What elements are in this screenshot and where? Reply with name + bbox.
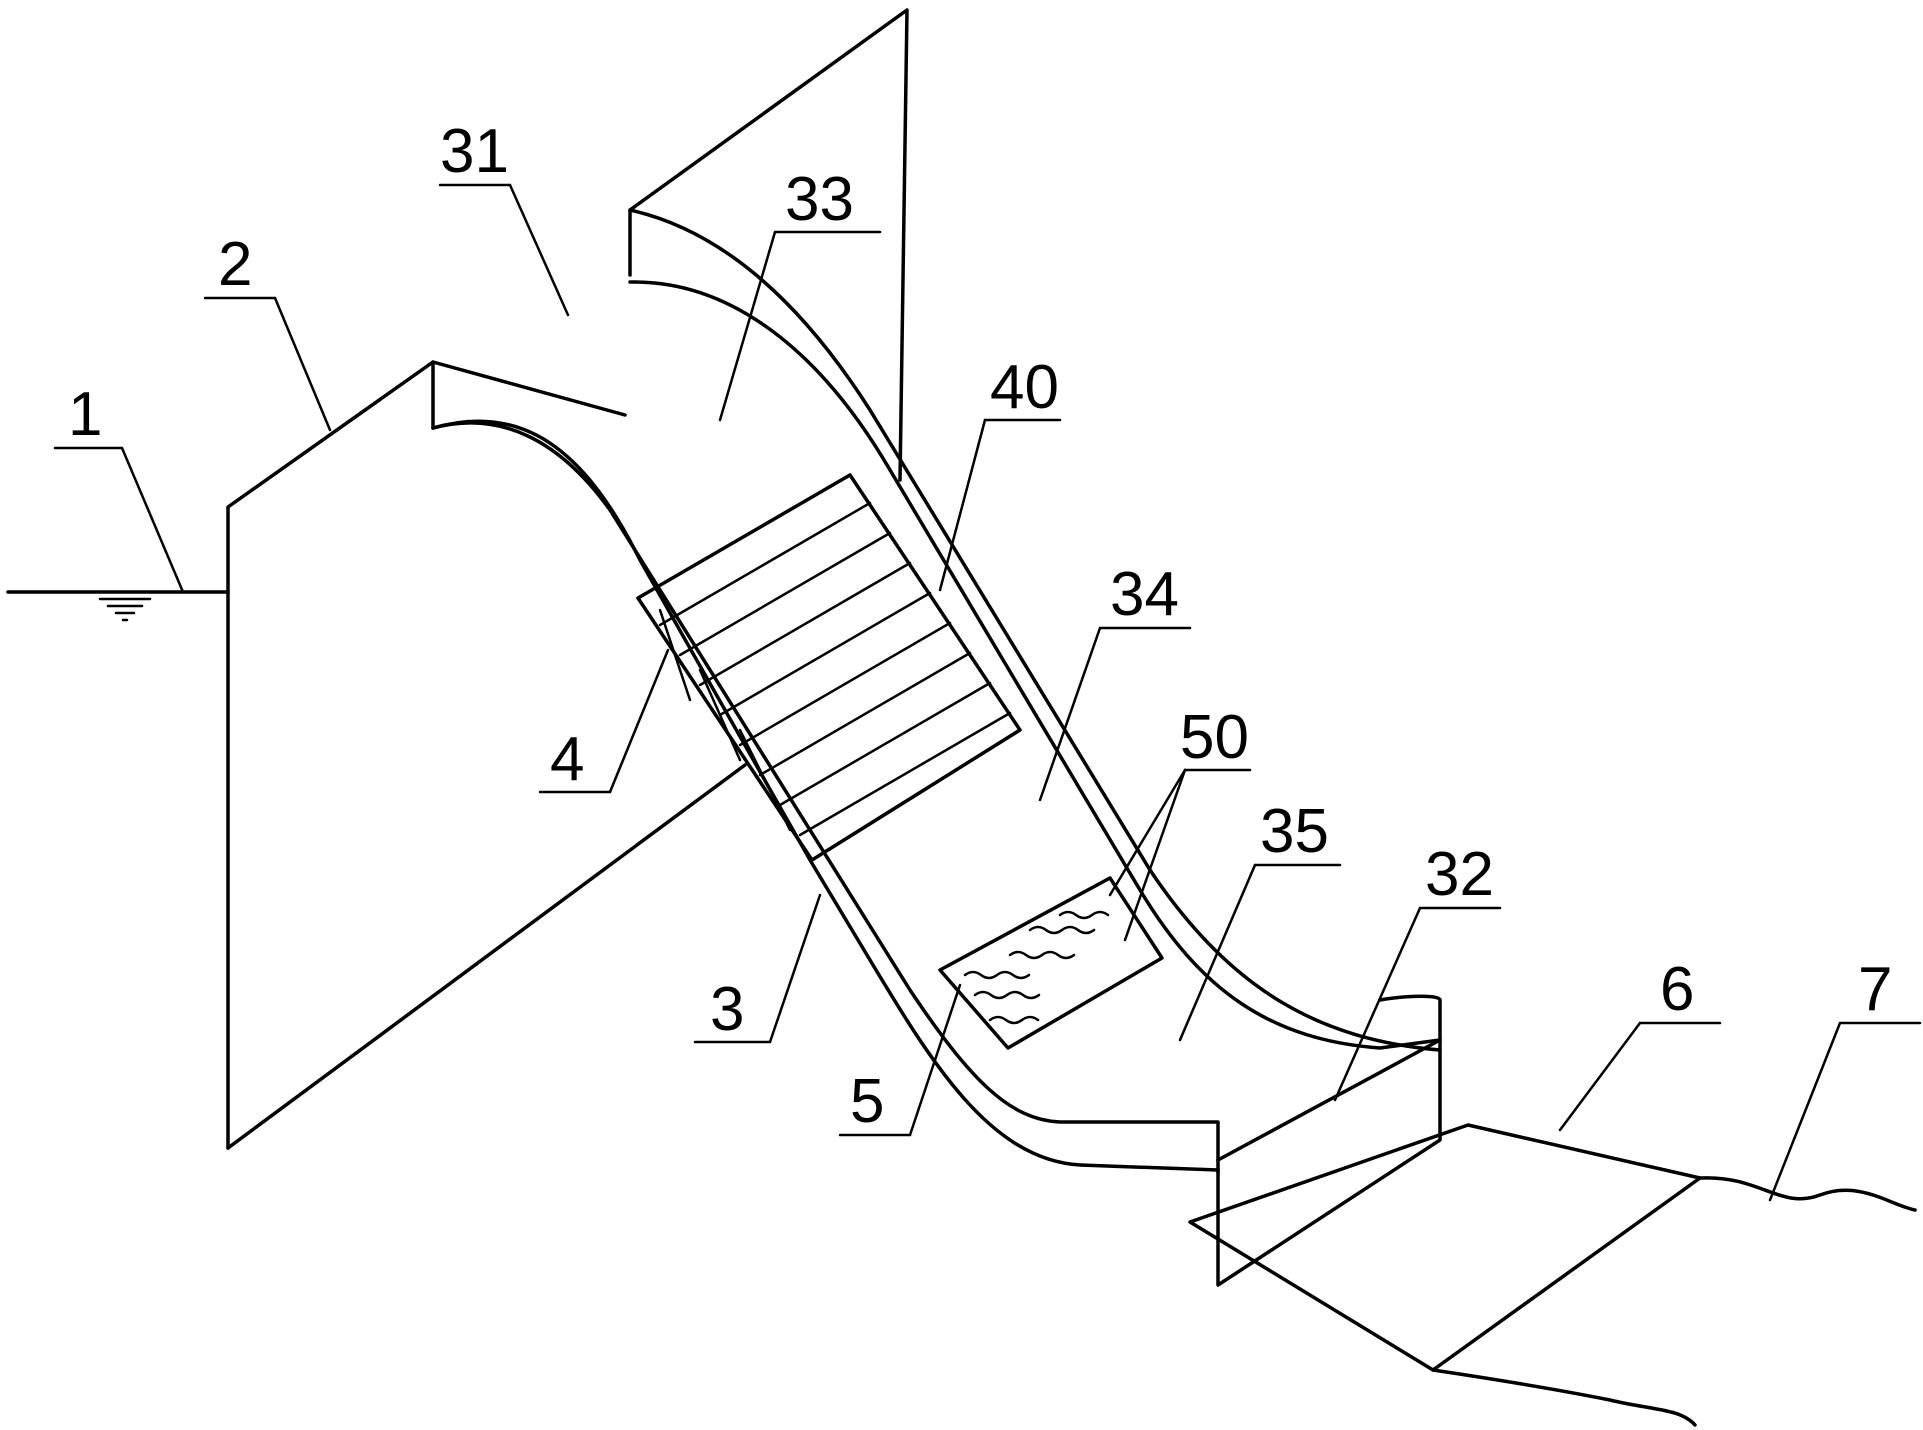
label-35: 35 bbox=[1260, 797, 1329, 866]
water-surface-line bbox=[8, 592, 228, 620]
right-dam-wall bbox=[630, 10, 907, 480]
label-32: 32 bbox=[1425, 840, 1494, 909]
label-50: 50 bbox=[1180, 703, 1249, 772]
wave-dissipator-section bbox=[940, 878, 1162, 1048]
left-dam-wall bbox=[228, 362, 745, 1148]
label-2: 2 bbox=[218, 230, 252, 299]
label-4: 4 bbox=[550, 725, 584, 794]
downstream-riverbed bbox=[1433, 1178, 1915, 1425]
label-3: 3 bbox=[710, 975, 744, 1044]
label-33: 33 bbox=[785, 165, 854, 234]
label-40: 40 bbox=[990, 353, 1059, 422]
label-6: 6 bbox=[1660, 955, 1694, 1024]
label-1: 1 bbox=[68, 380, 102, 449]
label-31: 31 bbox=[440, 117, 509, 186]
leader-lines bbox=[55, 185, 1920, 1200]
downstream-apron bbox=[1190, 1125, 1700, 1370]
label-7: 7 bbox=[1858, 955, 1892, 1024]
label-34: 34 bbox=[1110, 560, 1179, 629]
label-5: 5 bbox=[850, 1067, 884, 1136]
